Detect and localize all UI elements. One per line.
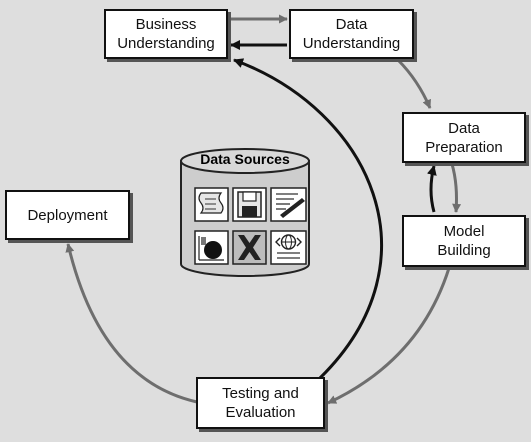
model-building-line2: Building bbox=[437, 242, 491, 259]
arrow-preparation-to-model-building bbox=[450, 163, 462, 213]
data-preparation-box: Data Preparation bbox=[402, 112, 526, 163]
testing-evaluation-box: Testing and Evaluation bbox=[196, 377, 325, 429]
web-page-icon bbox=[270, 230, 307, 265]
arrow-model-building-to-testing bbox=[327, 267, 451, 405]
arrow-model-building-to-preparation bbox=[426, 165, 437, 213]
data-understanding-line2: Understanding bbox=[302, 35, 401, 52]
testing-evaluation-line1: Testing and bbox=[222, 385, 299, 402]
business-understanding-line2: Understanding bbox=[117, 35, 215, 52]
arrow-testing-to-business bbox=[233, 58, 383, 380]
signed-document-icon bbox=[270, 187, 307, 222]
arrow-testing-to-deployment bbox=[65, 243, 198, 404]
data-preparation-line2: Preparation bbox=[425, 138, 503, 156]
business-understanding-line1: Business bbox=[135, 16, 197, 33]
database-chart-icon bbox=[194, 230, 229, 265]
business-understanding-box: Business Understanding bbox=[104, 9, 228, 59]
deployment-label: Deployment bbox=[27, 206, 108, 224]
testing-evaluation-line2: Evaluation bbox=[225, 404, 296, 421]
model-building-line1: Model bbox=[443, 223, 485, 240]
arrow-data-understanding-to-preparation bbox=[396, 58, 432, 109]
floppy-disk-icon bbox=[232, 187, 267, 222]
deployment-box: Deployment bbox=[5, 190, 130, 240]
data-understanding-box: Data Understanding bbox=[289, 9, 414, 59]
model-building-box: Model Building bbox=[402, 215, 526, 267]
data-sources-title: Data Sources bbox=[200, 151, 290, 167]
data-preparation-line1: Data bbox=[448, 119, 480, 137]
excel-icon bbox=[232, 230, 267, 265]
data-understanding-line1: Data bbox=[335, 16, 368, 33]
document-icon bbox=[194, 187, 229, 222]
